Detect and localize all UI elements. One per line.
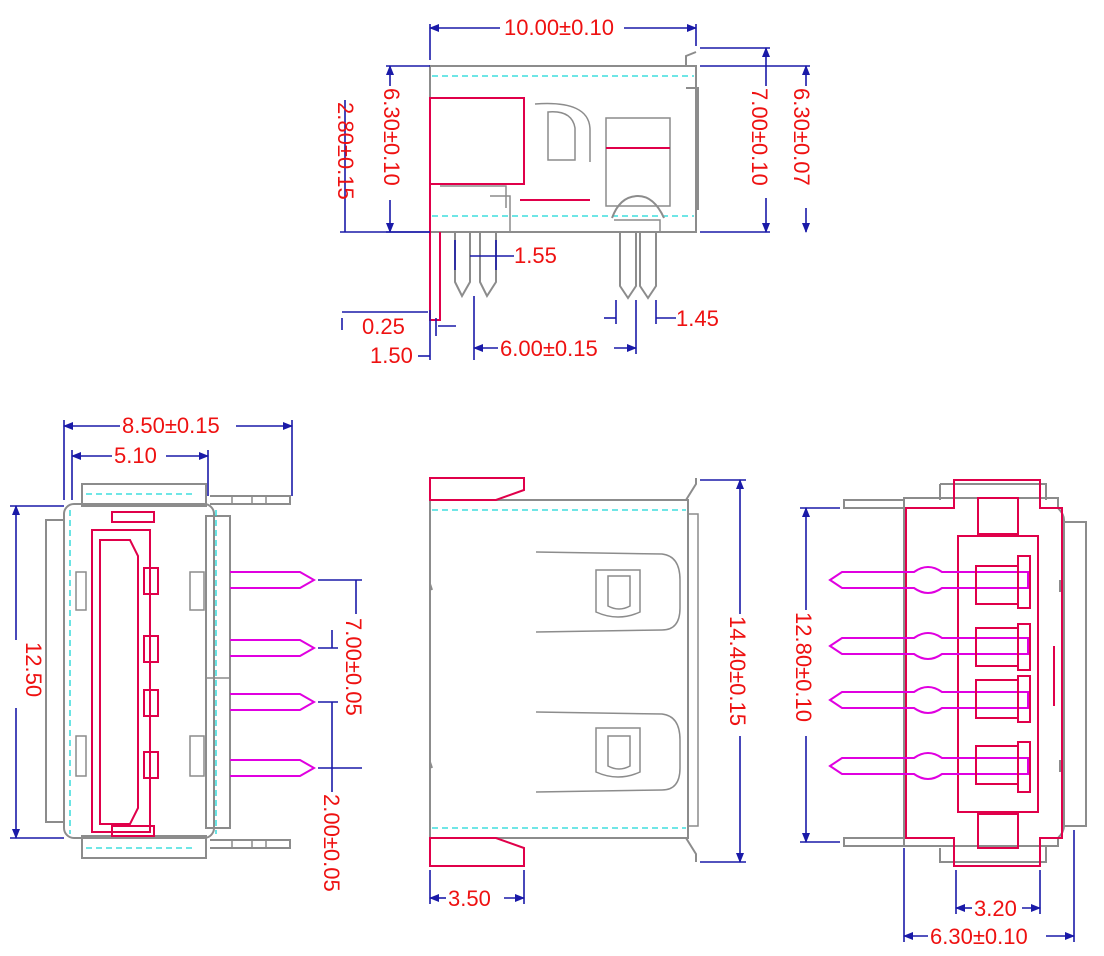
dim-top-height-right: 7.00±0.10 [747, 88, 772, 186]
dim-bottom-width: 6.30±0.10 [930, 924, 1028, 949]
side-view: 14.40±0.15 3.50 [429, 477, 750, 911]
dim-bottom-inner: 3.20 [974, 896, 1017, 921]
dim-side-length: 14.40±0.15 [725, 616, 750, 726]
dim-front-width: 8.50±0.15 [122, 413, 220, 438]
dim-side-depth: 3.50 [448, 886, 491, 911]
dim-bottom-height: 12.80±0.10 [791, 612, 816, 722]
dim-top-pcb-height: 2.80±0.15 [333, 102, 358, 200]
dim-pin-pitch: 2.00±0.05 [319, 794, 344, 892]
bottom-view: 12.80±0.10 3.20 6.30±0.10 [791, 479, 1087, 949]
dim-front-height: 12.50 [21, 642, 46, 697]
dim-pin-span: 7.00±0.05 [341, 618, 366, 716]
dim-pin-offset: 1.50 [370, 343, 413, 368]
front-view: 8.50±0.15 5.10 12.50 7.00±0.05 2.00±0.05 [10, 413, 366, 892]
dim-front-opening: 5.10 [114, 443, 157, 468]
dim-pin-thickness: 0.25 [362, 314, 405, 339]
dim-pin-spacing: 6.00±0.15 [500, 336, 598, 361]
dim-pin-width-2: 1.45 [676, 306, 719, 331]
dim-top-height-left: 6.30±0.10 [379, 88, 404, 186]
dim-top-width: 10.00±0.10 [504, 15, 614, 40]
top-view: 10.00±0.10 6.30±0.10 2.80±0.15 7.00±0.10… [333, 15, 814, 368]
dim-pin-width-1: 1.55 [514, 243, 557, 268]
dim-top-height-overall: 6.30±0.07 [789, 88, 814, 186]
